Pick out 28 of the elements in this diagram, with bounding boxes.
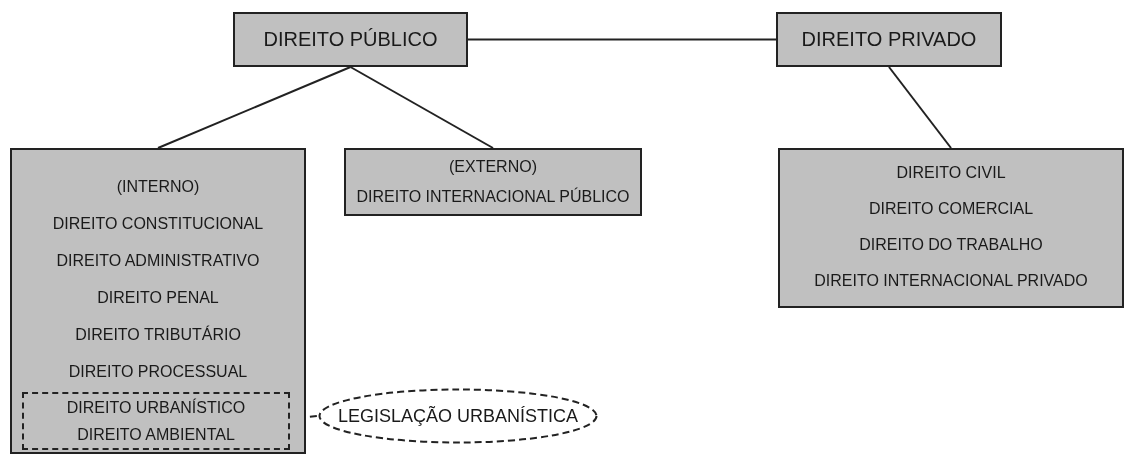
- dashed-group-box: [22, 392, 290, 450]
- category-box: [776, 12, 1002, 67]
- list-item: DIREITO ADMINISTRATIVO: [55, 251, 261, 271]
- connector-line: [467, 38, 777, 41]
- connector-line: [888, 66, 952, 149]
- box-title: DIREITO PÚBLICO: [262, 27, 439, 52]
- list-item: DIREITO DO TRABALHO: [858, 235, 1044, 255]
- section-heading: (INTERNO): [115, 177, 201, 197]
- branch-list-box: [344, 148, 642, 216]
- list-item: DIREITO CONSTITUCIONAL: [51, 214, 265, 234]
- dashed-ellipse: [318, 388, 598, 444]
- list-item: DIREITO URBANÍSTICO: [65, 397, 247, 418]
- branch-list-box: [778, 148, 1124, 308]
- section-heading: (EXTERNO): [448, 157, 538, 177]
- list-item: DIREITO CIVIL: [895, 163, 1007, 183]
- list-item: DIREITO AMBIENTAL: [76, 425, 236, 445]
- list-item: DIREITO TRIBUTÁRIO: [74, 324, 242, 345]
- box-title: LEGISLAÇÃO URBANÍSTICA: [336, 405, 580, 428]
- branch-list-box: [10, 148, 306, 454]
- connector-line: [349, 66, 494, 149]
- box-title: DIREITO PRIVADO: [800, 27, 978, 52]
- list-item: DIREITO PROCESSUAL: [67, 362, 249, 382]
- list-item: DIREITO INTERNACIONAL PRIVADO: [813, 271, 1089, 291]
- list-item: DIREITO PENAL: [96, 288, 220, 308]
- list-item: DIREITO INTERNACIONAL PÚBLICO: [355, 186, 631, 207]
- connector-line: [157, 66, 352, 149]
- category-box: [233, 12, 468, 67]
- list-item: DIREITO COMERCIAL: [867, 199, 1035, 219]
